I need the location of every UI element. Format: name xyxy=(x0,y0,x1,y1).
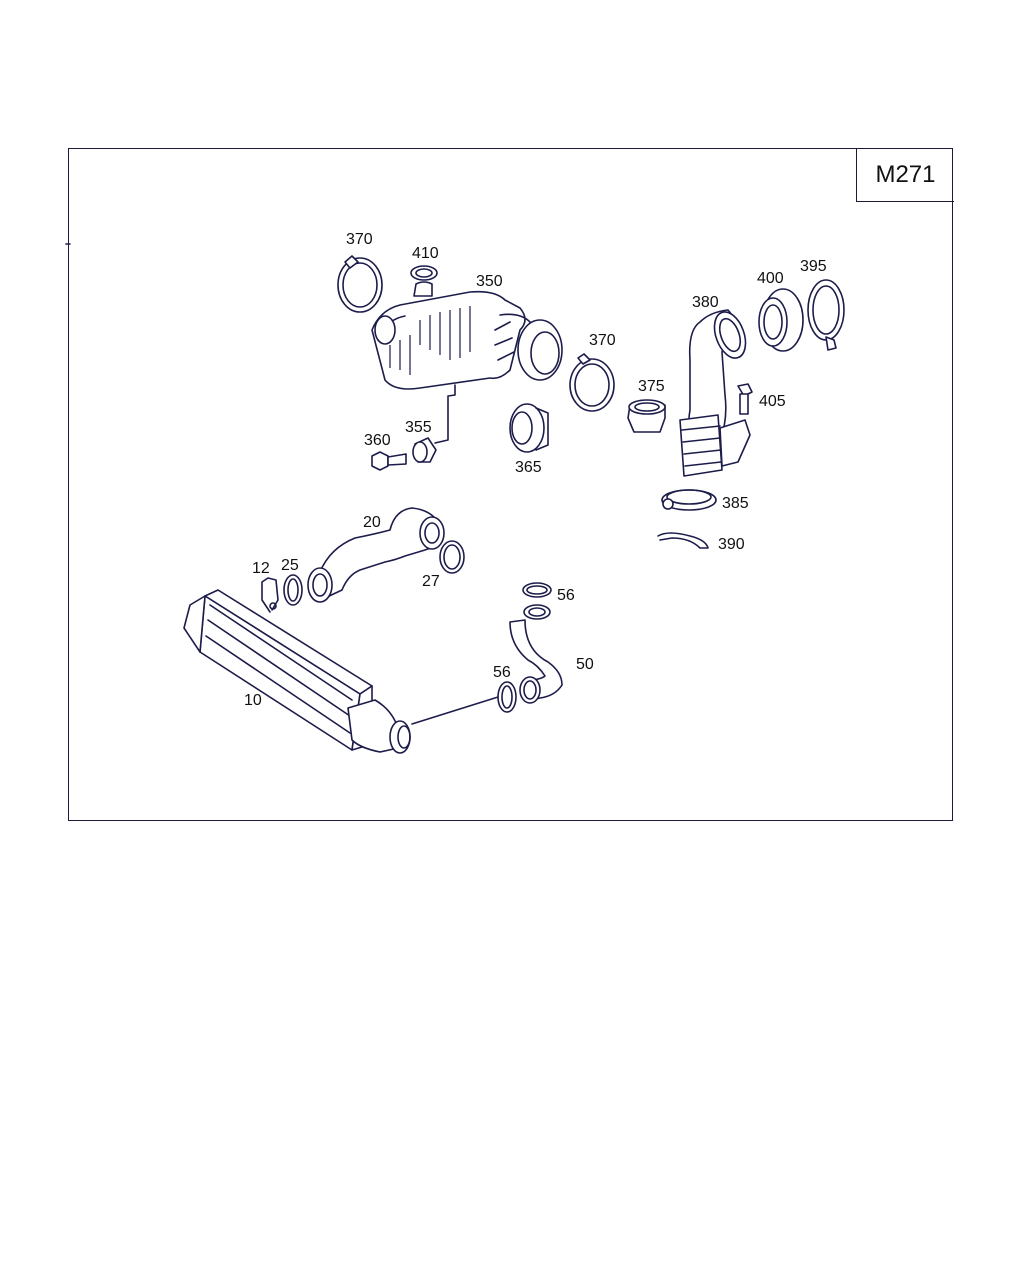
label-405: 405 xyxy=(759,393,786,410)
charge-air-hose-20 xyxy=(307,507,445,603)
label-12: 12 xyxy=(252,560,270,577)
charge-air-hose-50 xyxy=(509,604,563,704)
label-360: 360 xyxy=(364,432,391,449)
model-code-box: M271 xyxy=(856,148,954,202)
bolt-360 xyxy=(371,451,407,471)
label-395: 395 xyxy=(800,258,827,275)
hose-clamp-370b xyxy=(569,353,615,412)
adapter-375 xyxy=(627,399,666,433)
spring-clip-390 xyxy=(657,532,709,549)
grommet-365 xyxy=(509,403,549,453)
label-385: 385 xyxy=(722,495,749,512)
label-370-right: 370 xyxy=(589,332,616,349)
hose-clamp-370a xyxy=(337,255,383,313)
retaining-clip-12 xyxy=(261,577,279,613)
label-375: 375 xyxy=(638,378,665,395)
charge-air-cooler-10 xyxy=(183,589,499,754)
air-intake-housing-350 xyxy=(371,281,563,444)
seal-ring-56a xyxy=(522,582,552,598)
label-56-bottom: 56 xyxy=(493,664,511,681)
bolt-405 xyxy=(737,383,753,415)
label-50: 50 xyxy=(576,656,594,673)
label-370-top: 370 xyxy=(346,231,373,248)
label-25: 25 xyxy=(281,557,299,574)
label-380: 380 xyxy=(692,294,719,311)
label-390: 390 xyxy=(718,536,745,553)
air-duct-380 xyxy=(679,309,751,477)
label-355: 355 xyxy=(405,419,432,436)
seal-ring-25 xyxy=(283,574,303,606)
hose-clamp-395 xyxy=(807,279,845,351)
label-27: 27 xyxy=(422,573,440,590)
label-350: 350 xyxy=(476,273,503,290)
label-10: 10 xyxy=(244,692,262,709)
diagram-frame xyxy=(68,148,953,821)
sleeve-400 xyxy=(758,288,804,352)
seal-ring-27 xyxy=(439,540,465,574)
label-365: 365 xyxy=(515,459,542,476)
seal-ring-56b xyxy=(497,681,517,713)
hose-clamp-385 xyxy=(661,489,717,511)
label-400: 400 xyxy=(757,270,784,287)
model-code: M271 xyxy=(875,160,936,188)
label-20: 20 xyxy=(363,514,381,531)
seal-ring-410 xyxy=(410,265,438,281)
label-410: 410 xyxy=(412,245,439,262)
label-56-top: 56 xyxy=(557,587,575,604)
sleeve-355 xyxy=(412,437,437,463)
